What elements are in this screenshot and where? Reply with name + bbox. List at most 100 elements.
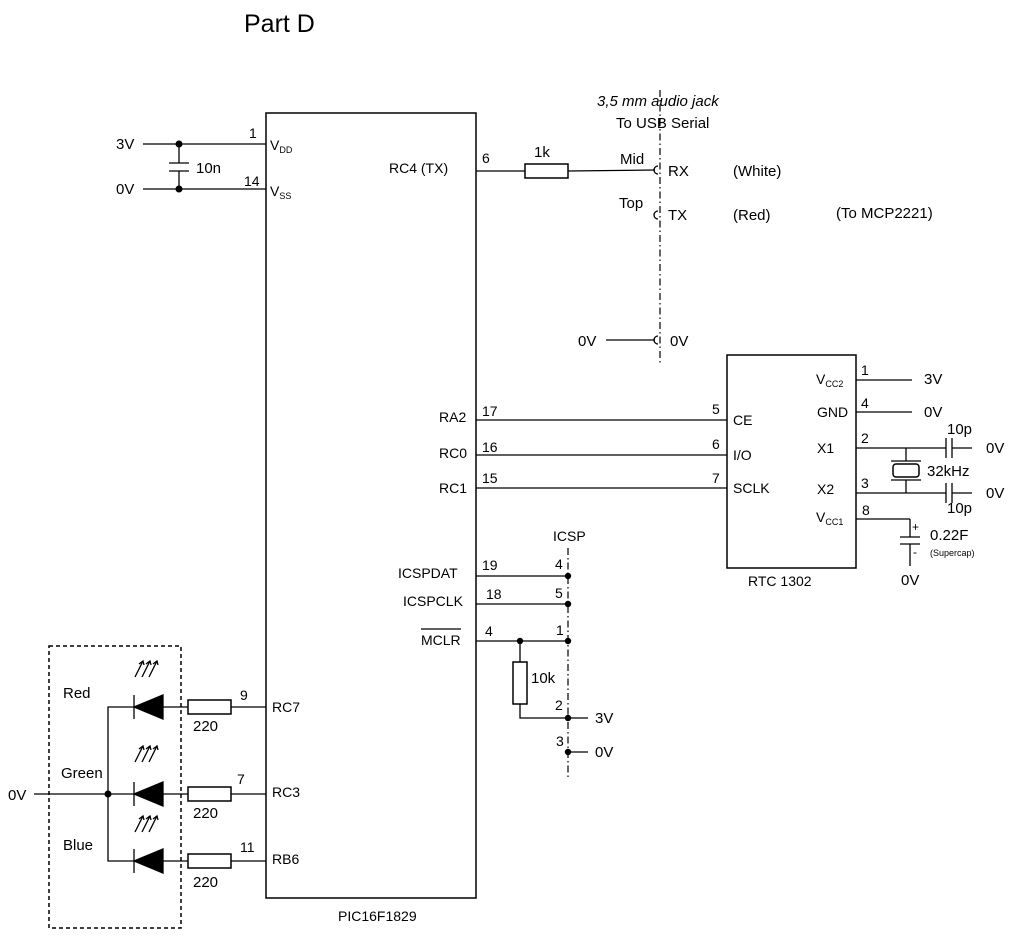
vss-sub: SS (279, 191, 291, 201)
led-blue-diode (132, 848, 164, 874)
mclr-label: MCLR (421, 632, 461, 648)
x1-gnd-label: 0V (986, 440, 1004, 457)
jack-top-label: Top (619, 195, 643, 212)
supercap-gnd-label: 0V (901, 572, 919, 589)
rb6-pin-number: 11 (240, 839, 255, 855)
rtc-x1-pin-number: 2 (861, 430, 869, 446)
rtc-ce-label: CE (733, 412, 752, 428)
icspdat-pin-number: 19 (482, 557, 498, 573)
page-title: Part D (244, 10, 315, 38)
rtc-name: RTC 1302 (748, 573, 812, 589)
resistor-green-label: 220 (193, 805, 218, 822)
rtc-3v-label: 3V (924, 371, 942, 388)
icsp-pin5-number: 5 (555, 585, 563, 601)
resistor-red-label: 220 (193, 718, 218, 735)
supercap-plus: + (912, 520, 919, 534)
resistor-green (187, 786, 232, 802)
mcu-name: PIC16F1829 (338, 908, 417, 924)
led-blue-light-rays (134, 814, 159, 833)
cap2-label: 10p (947, 500, 972, 517)
rtc-vcc2-main: V (816, 371, 826, 387)
led-gnd-label: 0V (8, 787, 26, 804)
supercap-label: 0.22F (930, 527, 968, 544)
jack-red-label: (Red) (733, 207, 771, 224)
resistor-10k-label: 10k (531, 670, 556, 687)
rtc-sclk-pin-number: 7 (712, 470, 720, 486)
rb6-label: RB6 (272, 851, 299, 867)
resistor-10k (512, 661, 528, 705)
rtc-section: RTC 1302 5 6 7 CE I/O SCLK VCC2 GND X1 X… (476, 354, 1004, 589)
jack-mcp-label: (To MCP2221) (836, 205, 933, 222)
x2-gnd-label: 0V (986, 485, 1004, 502)
audio-jack-section: 1k 3,5 mm audio jack To USB Serial Mid T… (476, 90, 933, 365)
resistor-1k (524, 163, 569, 179)
jack-mid-label: Mid (620, 151, 644, 168)
ra2-label: RA2 (439, 409, 466, 425)
rc0-label: RC0 (439, 445, 467, 461)
decoupling-cap-label: 10n (196, 160, 221, 177)
power-section: 3V 0V 10n (116, 136, 266, 198)
jack-subtitle: To USB Serial (616, 115, 709, 132)
icsp-pin4-dot (564, 572, 572, 580)
jack-gnd-in-label: 0V (578, 333, 596, 350)
supercap-note: (Supercap) (930, 548, 975, 558)
rtc-x2-pin-number: 3 (861, 475, 869, 491)
icsp-title: ICSP (553, 528, 586, 544)
rc7-pin-number: 9 (240, 687, 248, 703)
icsp-pin1-number: 1 (556, 622, 564, 638)
rtc-vcc2-sub: CC2 (825, 379, 843, 389)
led-blue-label: Blue (63, 837, 93, 854)
rgb-led-package (48, 645, 182, 929)
resistor-blue-label: 220 (193, 874, 218, 891)
jack-title: 3,5 mm audio jack (597, 93, 720, 110)
rtc-vcc1-main: V (816, 509, 826, 525)
mclr-pin-number: 4 (485, 623, 493, 639)
led-common-bus (107, 706, 134, 862)
jack-gnd-label: 0V (670, 333, 688, 350)
led-red-light-rays (134, 659, 159, 678)
icsp-pin4-number: 4 (555, 556, 563, 572)
rc3-pin-number: 7 (237, 771, 245, 787)
icspclk-pin-number: 18 (486, 586, 502, 602)
mcu-body (265, 112, 477, 899)
rc3-label: RC3 (272, 784, 300, 800)
rtc-ce-pin-number: 5 (712, 401, 720, 417)
rtc-vcc1-pin-number: 8 (862, 502, 870, 518)
rtc-vcc1-sub: CC1 (825, 517, 843, 527)
resistor-blue (187, 853, 232, 869)
supercap-minus: - (913, 545, 917, 559)
icsp-0v-label: 0V (595, 744, 613, 761)
rc0-pin-number: 16 (482, 439, 498, 455)
ra2-pin-number: 17 (482, 403, 498, 419)
rc7-label: RC7 (272, 699, 300, 715)
rtc-io-pin-number: 6 (712, 436, 720, 452)
vdd-sub: DD (279, 145, 292, 155)
rtc-x2-label: X2 (817, 481, 834, 497)
rtc-io-label: I/O (733, 447, 752, 463)
tx-pin-number: 6 (482, 150, 490, 166)
resistor-red (187, 699, 232, 715)
cap1-label: 10p (947, 421, 972, 438)
rc4-tx-label: RC4 (TX) (389, 160, 448, 176)
icsp-pin3-number: 3 (556, 733, 564, 749)
jack-contact-rx (653, 165, 659, 175)
led-red-diode (132, 694, 164, 720)
crystal (892, 463, 920, 478)
rtc-gnd-pin-number: 4 (861, 395, 869, 411)
icspclk-label: ICSPCLK (403, 593, 464, 609)
supply-3v-label: 3V (116, 136, 134, 153)
jack-rx-label: RX (668, 163, 689, 180)
icspdat-label: ICSPDAT (398, 565, 458, 581)
icsp-pin2-number: 2 (555, 697, 563, 713)
led-red-label: Red (63, 685, 91, 702)
supply-0v-label: 0V (116, 181, 134, 198)
icsp-section: ICSP 4 5 1 2 3 3V 0V 10k (476, 528, 613, 780)
rtc-x1-label: X1 (817, 440, 834, 456)
rtc-vcc1-label: VCC1 (816, 509, 843, 527)
resistor-1k-label: 1k (534, 144, 550, 161)
led-section: Red Green Blue 0V 220 220 (8, 645, 266, 929)
rc1-label: RC1 (439, 480, 467, 496)
led-green-diode (132, 781, 164, 807)
rtc-vcc2-label: VCC2 (816, 371, 843, 389)
